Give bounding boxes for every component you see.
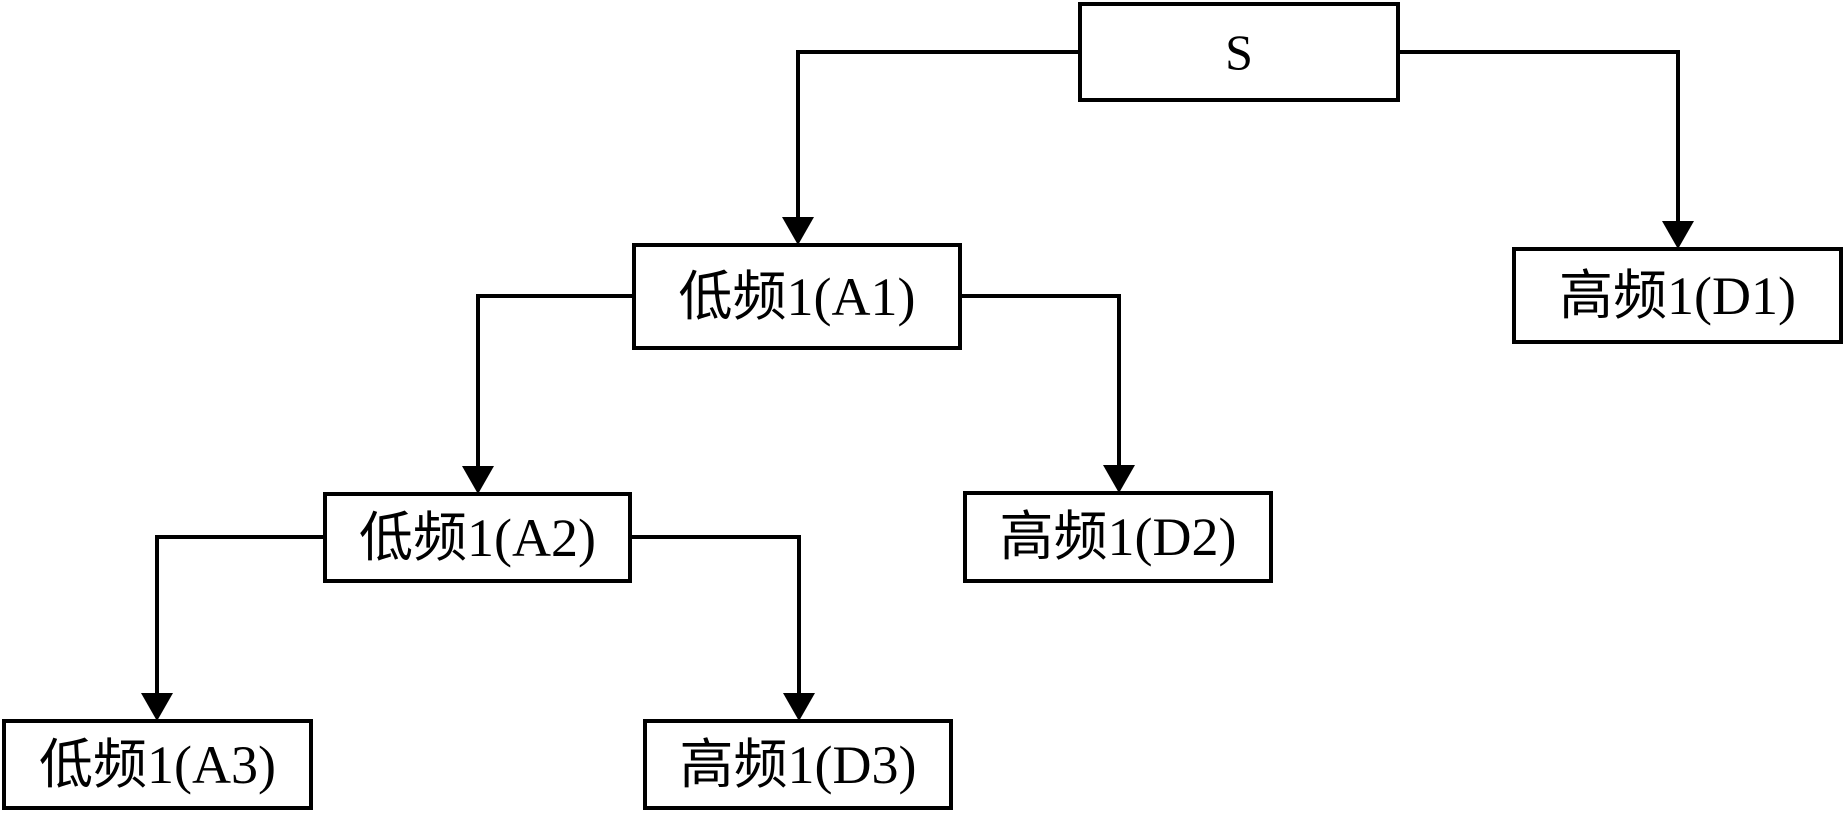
edge-a1-d2-arrowhead [1103,465,1135,493]
node-high-freq-d2: 高频1(D2) [963,491,1273,583]
node-high-freq-d1-label: 高频1(D1) [1559,265,1796,326]
edge-a2-a3-line [155,535,323,695]
edge-a1-a2-arrowhead [462,466,494,494]
node-high-freq-d3-label: 高频1(D3) [679,734,917,795]
node-high-freq-d2-label: 高频1(D2) [999,507,1237,567]
node-high-freq-d1: 高频1(D1) [1512,247,1843,344]
node-low-freq-a2-label: 低频1(A2) [359,507,596,568]
edge-a1-d2-line [962,294,1121,467]
node-low-freq-a3-label: 低频1(A3) [39,734,276,795]
edge-s-d1-line [1400,50,1680,223]
node-low-freq-a1-label: 低频1(A1) [678,266,916,327]
edge-a2-d3-line [632,535,801,695]
edge-s-a1-arrowhead [782,217,814,245]
edge-a2-d3-arrowhead [783,693,815,721]
node-high-freq-d3: 高频1(D3) [643,719,953,810]
node-signal-s: S [1078,2,1400,102]
edge-a2-a3-arrowhead [141,693,173,721]
edge-s-a1-line [796,50,1078,219]
node-signal-s-label: S [1225,24,1253,80]
edge-a1-a2-line [476,294,632,468]
node-low-freq-a1: 低频1(A1) [632,243,962,350]
edge-s-d1-arrowhead [1662,221,1694,249]
node-low-freq-a2: 低频1(A2) [323,492,632,583]
node-low-freq-a3: 低频1(A3) [2,719,313,810]
